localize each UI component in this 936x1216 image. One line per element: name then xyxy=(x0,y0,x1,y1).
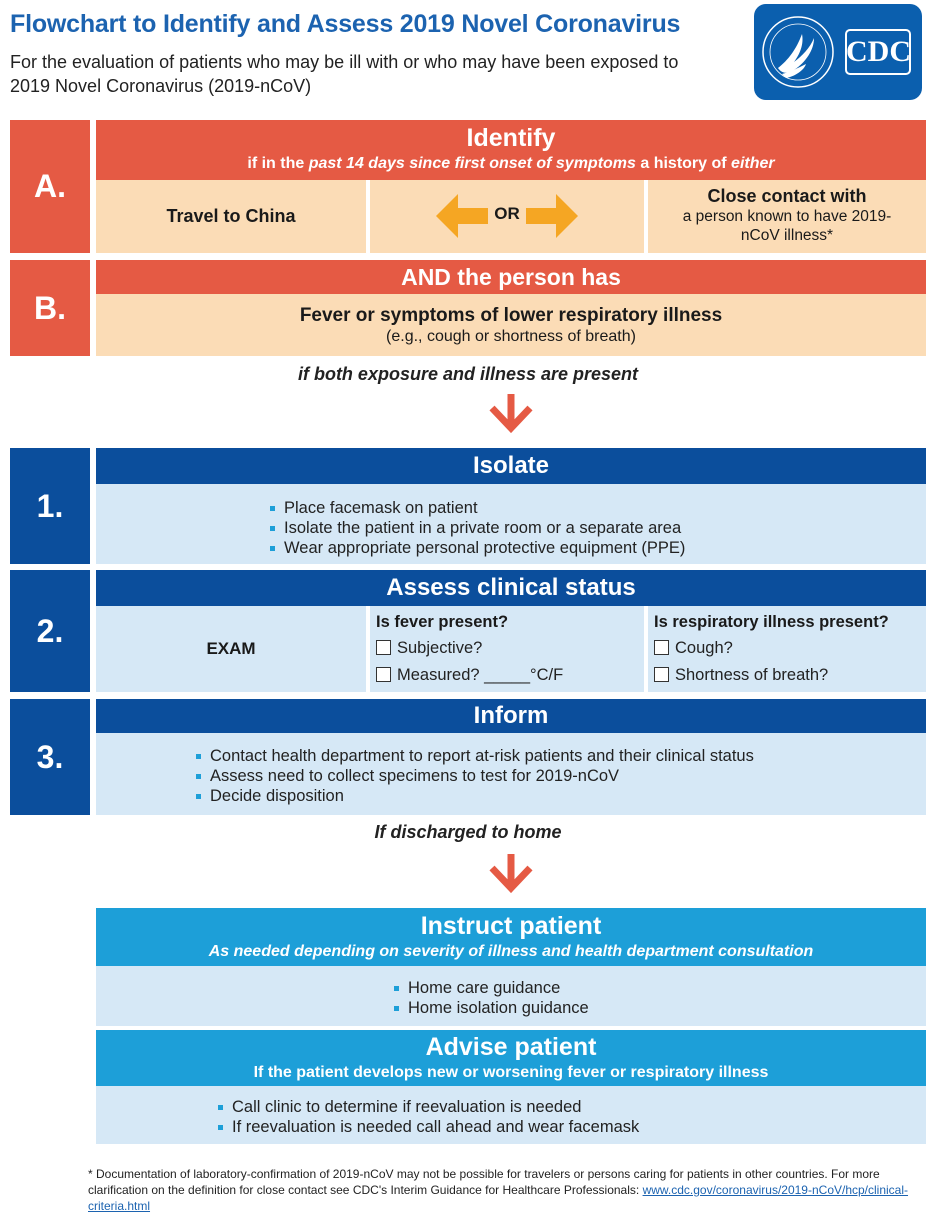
isolate-list: Place facemask on patient Isolate the pa… xyxy=(270,498,926,558)
step-3-panel: Contact health department to report at-r… xyxy=(96,733,926,815)
list-item: Call clinic to determine if reevaluation… xyxy=(218,1097,926,1117)
step-1-header: Isolate xyxy=(96,448,926,484)
instruct-title: Instruct patient xyxy=(420,912,602,940)
footnote: * Documentation of laboratory-confirmati… xyxy=(88,1166,908,1214)
instruct-header: Instruct patient As needed depending on … xyxy=(96,908,926,966)
footnote-text: * Documentation of laboratory-confirmati… xyxy=(88,1167,880,1197)
step-a-travel-panel: Travel to China xyxy=(96,180,366,253)
advise-panel: Call clinic to determine if reevaluation… xyxy=(96,1086,926,1144)
step-3-title: Inform xyxy=(473,702,549,729)
inform-list: Contact health department to report at-r… xyxy=(196,746,926,806)
step-a-or-panel: OR xyxy=(370,180,644,253)
list-item: Assess need to collect specimens to test… xyxy=(196,766,926,786)
step-3-label: 3. xyxy=(10,699,90,815)
page-title: Flowchart to Identify and Assess 2019 No… xyxy=(10,10,681,38)
connector-discharged-home: If discharged to home xyxy=(374,822,562,842)
instruct-subtitle: As needed depending on severity of illne… xyxy=(208,943,814,960)
step-2-exam-panel: EXAM xyxy=(96,606,366,692)
close-contact-title: Close contact with xyxy=(707,186,867,206)
step-3-header: Inform xyxy=(96,699,926,733)
subjective-checkbox[interactable] xyxy=(376,640,391,655)
step-2-header: Assess clinical status xyxy=(96,570,926,606)
measured-checkbox[interactable] xyxy=(376,667,391,682)
or-label: OR xyxy=(494,204,520,223)
close-contact-body: a person known to have 2019-nCoV illness… xyxy=(682,208,892,244)
step-2-title: Assess clinical status xyxy=(386,574,636,601)
step-a-contact-panel: Close contact with a person known to hav… xyxy=(648,180,926,253)
step-a-header: Identify if in the past 14 days since fi… xyxy=(96,120,926,180)
step-a-title: Identify xyxy=(466,124,556,152)
step-b-title: AND the person has xyxy=(401,264,621,290)
step-2-fever-panel: Is fever present? Subjective? Measured? … xyxy=(370,606,644,692)
list-item: Wear appropriate personal protective equ… xyxy=(270,538,926,558)
shortness-of-breath-checkbox[interactable] xyxy=(654,667,669,682)
list-item: Contact health department to report at-r… xyxy=(196,746,926,766)
step-1-panel: Place facemask on patient Isolate the pa… xyxy=(96,484,926,564)
resp-option-shortness-of-breath[interactable]: Shortness of breath? xyxy=(654,665,926,685)
connector-exposure-illness: if both exposure and illness are present xyxy=(297,364,639,384)
down-arrow-icon xyxy=(489,854,533,894)
advise-list: Call clinic to determine if reevaluation… xyxy=(218,1097,926,1137)
step-2-label: 2. xyxy=(10,570,90,692)
list-item: Decide disposition xyxy=(196,786,926,806)
cdc-logo-text: CDC xyxy=(846,35,911,68)
fever-question: Is fever present? xyxy=(376,613,509,631)
step-b-header: AND the person has xyxy=(96,260,926,294)
step-b-label: B. xyxy=(10,260,90,356)
fever-symptoms-label: Fever or symptoms of lower respiratory i… xyxy=(299,305,723,326)
instruct-list: Home care guidance Home isolation guidan… xyxy=(394,978,926,1018)
footnote-link[interactable]: www.cdc.gov/coronavirus/2019-nCoV/hcp/cl… xyxy=(88,1183,909,1213)
hhs-eagle-icon xyxy=(762,16,911,88)
cough-checkbox[interactable] xyxy=(654,640,669,655)
advise-title: Advise patient xyxy=(425,1033,597,1061)
fever-symptoms-note: (e.g., cough or shortness of breath) xyxy=(386,328,636,345)
list-item: Home care guidance xyxy=(394,978,926,998)
or-double-arrow-icon xyxy=(436,194,578,238)
step-1-label: 1. xyxy=(10,448,90,564)
step-b-panel: Fever or symptoms of lower respiratory i… xyxy=(96,294,926,356)
list-item: Isolate the patient in a private room or… xyxy=(270,518,926,538)
fever-option-subjective[interactable]: Subjective? xyxy=(376,638,644,658)
down-arrow-icon xyxy=(489,394,533,434)
exam-label: EXAM xyxy=(206,639,256,658)
list-item: Place facemask on patient xyxy=(270,498,926,518)
list-item: If reevaluation is needed call ahead and… xyxy=(218,1117,926,1137)
step-a-subtitle: if in the past 14 days since first onset… xyxy=(247,155,775,172)
respiratory-question: Is respiratory illness present? xyxy=(654,613,889,631)
instruct-panel: Home care guidance Home isolation guidan… xyxy=(96,966,926,1026)
advise-subtitle: If the patient develops new or worsening… xyxy=(253,1064,769,1081)
page-subtitle: For the evaluation of patients who may b… xyxy=(10,52,679,96)
fever-option-measured[interactable]: Measured? _____°C/F xyxy=(376,665,644,685)
step-a-label: A. xyxy=(10,120,90,253)
step-1-title: Isolate xyxy=(472,452,550,479)
cdc-logo: CDC xyxy=(754,4,922,100)
travel-to-china-label: Travel to China xyxy=(166,206,296,226)
advise-header: Advise patient If the patient develops n… xyxy=(96,1030,926,1086)
list-item: Home isolation guidance xyxy=(394,998,926,1018)
resp-option-cough[interactable]: Cough? xyxy=(654,638,926,658)
step-2-resp-panel: Is respiratory illness present? Cough? S… xyxy=(648,606,926,692)
